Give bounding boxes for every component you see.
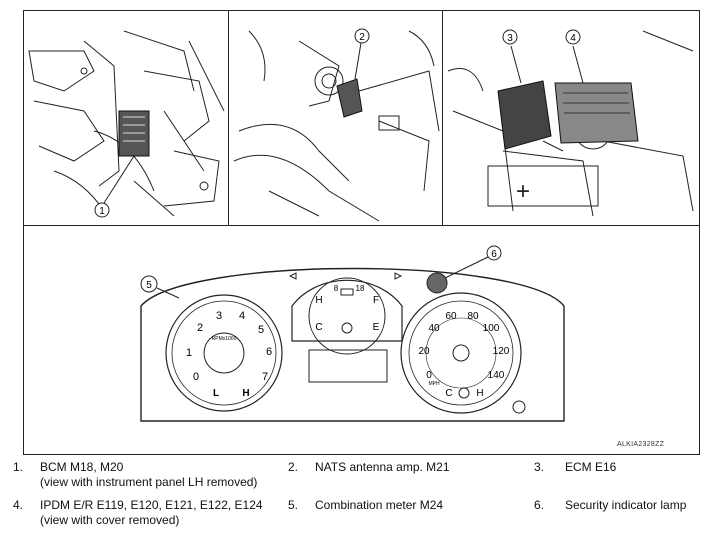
legend-text-1a: BCM M18, M20 <box>40 460 124 474</box>
legend-num-2: 2. <box>288 460 299 474</box>
legend-item-4: IPDM E/R E119, E120, E121, E122, E124 (v… <box>40 498 263 528</box>
legend-text-4b: (view with cover removed) <box>40 513 180 527</box>
speed-c-label: C <box>445 388 452 399</box>
callout-5-label: 5 <box>146 280 152 291</box>
ecm-module-shape <box>497 80 552 150</box>
fuel-temp-gauge: 8 18 H F C E <box>288 272 403 383</box>
tach-tick-0: 0 <box>193 371 199 383</box>
tach-tick-1: 1 <box>186 347 192 359</box>
tachometer: 0 1 2 3 4 5 6 7 RPMx1000 L H <box>165 294 283 412</box>
callout-5-circle <box>140 275 158 293</box>
callout-1-label: 1 <box>99 206 105 217</box>
tach-h-label: H <box>242 388 249 399</box>
speed-tick-120: 120 <box>493 346 510 357</box>
image-code: ALKIA2328ZZ <box>617 441 665 448</box>
combination-meter-illustration: 5 0 1 2 3 4 5 6 7 RPMx1000 L H 8 18 H <box>140 245 565 422</box>
security-indicator-lamp <box>426 272 448 294</box>
callout-3-circle <box>502 29 518 45</box>
legend-text-2: NATS antenna amp. M21 <box>315 460 450 474</box>
callout-6-circle <box>486 245 502 261</box>
legend-num-4: 4. <box>13 498 24 512</box>
speed-tick-0: 0 <box>426 370 432 381</box>
battery-plus-mark: + <box>516 178 530 205</box>
legend-text-3: ECM E16 <box>565 460 617 474</box>
callout-4-label: 4 <box>570 33 576 44</box>
legend-text-6: Security indicator lamp <box>565 498 687 512</box>
ecm-ipdm-illustration: + 3 4 <box>447 29 694 217</box>
speedometer: 0 20 40 60 80 100 120 140 MPH C H <box>400 292 522 414</box>
ecm-ipdm-view-panel: + 3 4 <box>442 10 700 227</box>
speed-tick-20: 20 <box>418 346 430 357</box>
left-turn-arrow-icon <box>288 272 297 280</box>
legend-num-3: 3. <box>534 460 545 474</box>
tach-tick-3: 3 <box>216 310 222 322</box>
callout-4-circle <box>565 29 581 45</box>
gauge-f-label: F <box>373 295 379 306</box>
speed-tick-60: 60 <box>445 311 457 322</box>
combination-meter-panel: 5 0 1 2 3 4 5 6 7 RPMx1000 L H 8 18 H <box>23 225 700 455</box>
tach-unit-label: RPMx1000 <box>212 336 237 342</box>
tach-l-label: L <box>213 388 219 399</box>
odometer-display <box>308 349 388 383</box>
speed-h-label: H <box>476 388 483 399</box>
nats-amp-shape <box>336 78 363 118</box>
speed-unit-label: MPH <box>428 381 440 387</box>
bcm-illustration: 1 <box>28 30 225 218</box>
speed-tick-40: 40 <box>428 323 440 334</box>
legend-num-1: 1. <box>13 460 24 474</box>
legend-text-1b: (view with instrument panel LH removed) <box>40 475 258 489</box>
legend-num-5: 5. <box>288 498 299 512</box>
callout-2-label: 2 <box>359 32 365 43</box>
callout-2-circle <box>354 28 370 44</box>
tach-tick-2: 2 <box>197 322 203 334</box>
callout-3-label: 3 <box>507 33 513 44</box>
gauge-c-label: C <box>315 322 322 333</box>
legend-item-1: BCM M18, M20 (view with instrument panel… <box>40 460 257 490</box>
gauge-value-18: 18 <box>356 284 365 293</box>
tach-tick-6: 6 <box>266 346 272 358</box>
nats-view-panel: 2 <box>228 10 444 227</box>
tach-tick-5: 5 <box>258 324 264 336</box>
legend-num-6: 6. <box>534 498 545 512</box>
battery-icon <box>340 288 354 296</box>
meter-outline <box>140 267 565 422</box>
gauge-h-label: H <box>315 295 322 306</box>
gauge-e-label: E <box>373 322 380 333</box>
gauge-value-8: 8 <box>334 284 339 293</box>
nats-illustration: 2 <box>233 28 440 222</box>
bcm-view-panel: 1 <box>23 10 230 227</box>
right-turn-arrow-icon <box>394 272 403 280</box>
tach-tick-4: 4 <box>239 310 245 322</box>
legend-text-4a: IPDM E/R E119, E120, E121, E122, E124 <box>40 498 263 512</box>
speed-tick-140: 140 <box>488 370 505 381</box>
trip-reset-knob <box>512 400 526 414</box>
temp-icon <box>458 387 470 399</box>
legend-text-5: Combination meter M24 <box>315 498 444 512</box>
callout-6-label: 6 <box>491 249 497 260</box>
speed-tick-100: 100 <box>483 323 500 334</box>
callout-1-circle <box>94 202 110 218</box>
tach-tick-7: 7 <box>262 371 268 383</box>
speed-tick-80: 80 <box>467 311 479 322</box>
